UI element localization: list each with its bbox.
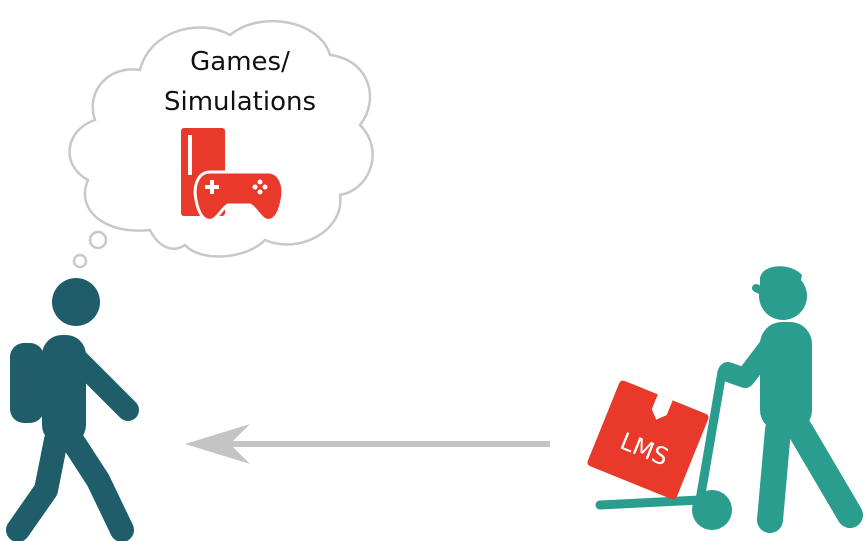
delivery-arrow — [185, 424, 550, 464]
learner-figure — [6, 278, 139, 541]
game-console-controller-icon — [181, 128, 285, 222]
delivery-person-figure — [718, 266, 863, 533]
bubble-line-1: Games/ — [190, 47, 290, 77]
thought-dot-small — [72, 253, 88, 269]
lms-box: LMS — [587, 380, 709, 500]
bubble-line-2: Simulations — [163, 87, 317, 117]
hand-truck — [595, 365, 735, 530]
thought-dot-large — [88, 230, 108, 250]
thought-bubble-text: Games/ Simulations — [140, 42, 340, 122]
